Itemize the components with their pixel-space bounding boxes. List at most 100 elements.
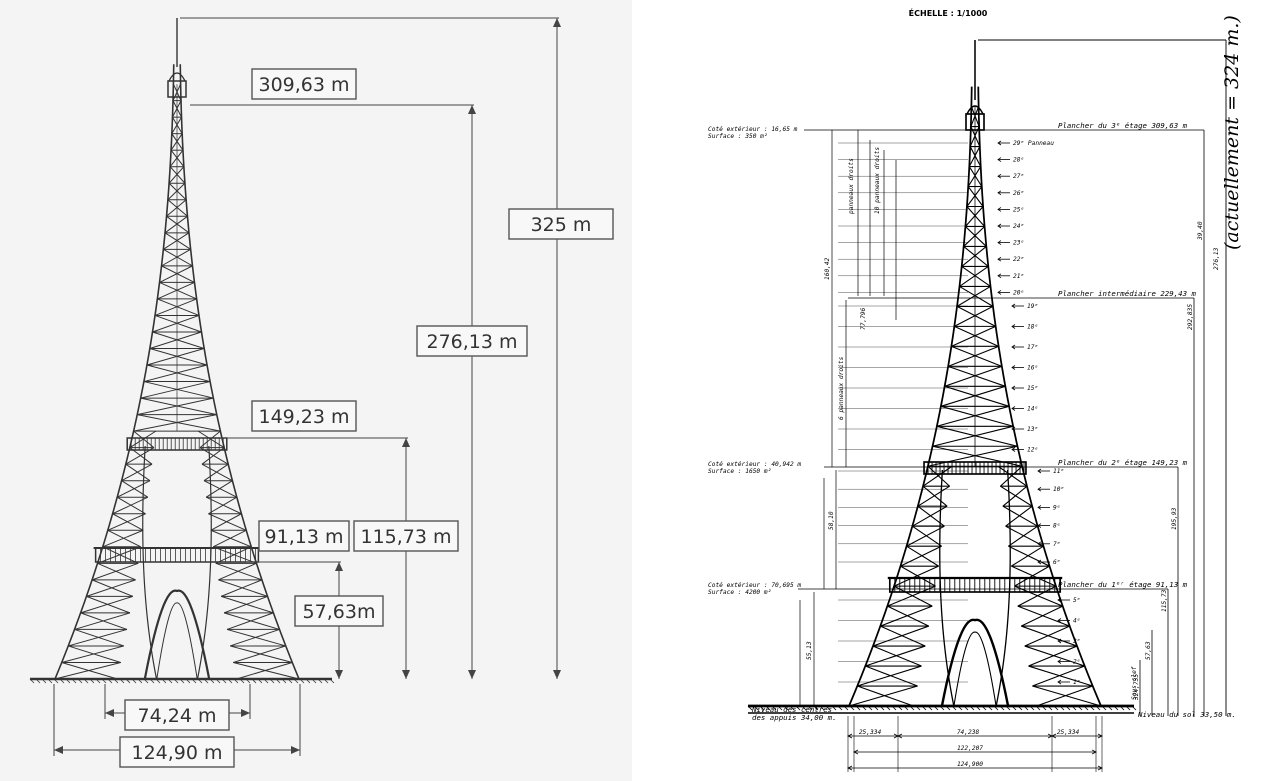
lattice-brace	[140, 381, 214, 399]
panel-arrowhead	[997, 207, 1002, 212]
ground-hatch	[209, 678, 215, 684]
eiffel-tower-illustration-modern	[29, 18, 335, 684]
ground-hatch	[777, 705, 783, 711]
panel-label-26: 4ᵉ	[1073, 618, 1080, 625]
ground-hatch	[1005, 705, 1011, 711]
dimension-label-124-90m-box	[119, 736, 235, 768]
panel-arrowhead	[1011, 406, 1016, 411]
right-dimension-lines	[748, 39, 1227, 772]
ground-hatch	[1125, 705, 1131, 711]
panel-arrowhead	[1011, 324, 1016, 329]
ground-hatch	[299, 678, 305, 684]
ground-hatch	[107, 678, 113, 684]
ground-hatch	[999, 705, 1005, 711]
lattice-brace	[97, 546, 141, 564]
lattice-brace	[163, 232, 191, 250]
dimension-arrowhead	[335, 562, 343, 571]
ground-hatch	[1059, 705, 1065, 711]
ground-hatch	[41, 678, 47, 684]
dimension-arrowhead	[468, 670, 476, 679]
tower-arch-inner	[156, 602, 198, 680]
lattice-brace	[997, 465, 1028, 487]
lattice-brace	[208, 513, 247, 531]
panel-label-27: 3ᵉ	[1072, 638, 1080, 645]
ground-hatch	[137, 678, 143, 684]
right-annotation-labels: ÉCHELLE : 1/1000(actuellement = 324 m.)P…	[708, 7, 1243, 768]
ground-hatch	[1017, 705, 1023, 711]
dimension-label-325m: 325 m	[531, 214, 592, 236]
ground-hatch	[1131, 705, 1137, 711]
panel-arrowhead	[1011, 344, 1016, 350]
ground-hatch	[35, 678, 41, 684]
right-vertical-dimension-value: 57,63	[1145, 641, 1152, 660]
ground-hatch	[891, 705, 897, 711]
ground-hatch	[65, 678, 71, 684]
dimension-arrowhead	[402, 438, 410, 447]
cupola-dome	[966, 105, 984, 115]
ground-hatch	[849, 705, 855, 711]
lattice-brace	[143, 364, 211, 383]
lattice-brace	[154, 298, 200, 316]
panel-label-14: 16ᵉ	[1027, 365, 1038, 372]
ground-hatch	[1119, 705, 1125, 711]
lattice-brace	[164, 215, 190, 234]
ground-hatch	[173, 678, 179, 684]
lattice-brace	[1005, 525, 1044, 547]
ground-hatch	[131, 678, 137, 684]
lattice-brace	[967, 166, 983, 187]
ground-hatch	[837, 705, 843, 711]
panel-label-12: 18ᵉ	[1027, 324, 1038, 331]
side-note-first-surface: Surface : 4200 m²	[708, 589, 771, 596]
ground-hatch	[825, 705, 831, 711]
lattice-brace	[86, 579, 136, 597]
third-floor-cupola	[167, 80, 187, 98]
lattice-brace	[936, 405, 1014, 427]
ground-hatch	[47, 678, 53, 684]
lattice-brace	[865, 645, 926, 667]
ground-hatch	[759, 705, 765, 711]
dimension-label-57-63m-box	[294, 595, 384, 627]
supports-level-label-line2: des appuis 34,00 m.	[752, 713, 837, 722]
ground-hatch	[155, 678, 161, 684]
right-vertical-dimension-value: 324,735	[1133, 674, 1140, 701]
lattice-brace	[205, 496, 242, 515]
panel-label-1: 29ᵉ Panneau	[1013, 140, 1054, 147]
ground-hatch	[771, 705, 777, 711]
floor-label-third: Plancher du 3ᵉ étage 309,63 m	[1058, 121, 1188, 130]
ground-hatch	[879, 705, 885, 711]
tower-arch	[143, 589, 211, 680]
panel-label-18: 12ᵉ	[1027, 447, 1038, 454]
lattice-brace	[215, 562, 263, 581]
ground-hatch	[987, 705, 993, 711]
lattice-brace	[223, 612, 280, 630]
panel-label-25: 5ᵉ	[1073, 597, 1080, 604]
panel-arrowhead	[997, 290, 1002, 295]
lattice-brace	[1002, 505, 1038, 527]
panel-arrowhead	[997, 223, 1002, 229]
ground-hatch	[783, 705, 789, 711]
dimension-label-91-13m-box	[258, 520, 350, 552]
ground-hatch	[1077, 705, 1083, 711]
panel-arrowhead	[1011, 385, 1016, 391]
dimension-arrowhead	[105, 709, 114, 717]
lattice-brace	[954, 305, 996, 327]
ground-hatch	[939, 705, 945, 711]
ground-hatch	[981, 705, 987, 711]
lattice-brace	[218, 579, 268, 597]
panel-label-28: 2ᵉ	[1073, 659, 1080, 666]
panel-arrowhead	[997, 190, 1002, 196]
right-vertical-dimension-value: 276,13	[1213, 247, 1220, 270]
lattice-brace	[61, 645, 125, 663]
lattice-brace	[146, 348, 208, 366]
lattice-brace	[161, 248, 193, 267]
ground-hatch	[927, 705, 933, 711]
bottom-dimension-value: 124,900	[957, 761, 983, 768]
ground-hatch	[185, 678, 191, 684]
panel-arrowhead	[997, 173, 1002, 179]
ground-hatch	[933, 705, 939, 711]
dimension-label-74-24m-box	[124, 699, 230, 731]
tower-outline-right	[179, 64, 300, 680]
panel-label-6: 24ᵉ	[1013, 223, 1024, 230]
